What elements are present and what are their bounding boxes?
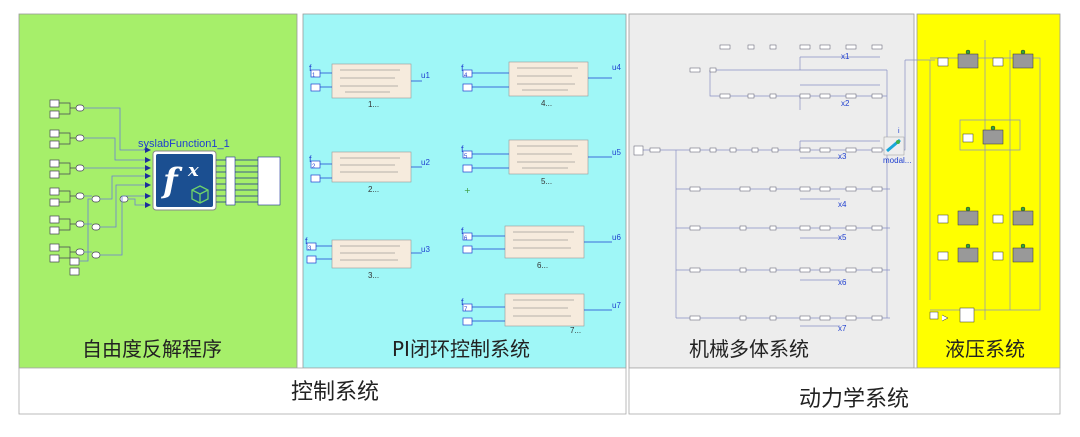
pi-caption-4: 4... bbox=[541, 99, 552, 108]
control-system-label: 控制系统 bbox=[291, 380, 379, 405]
svg-text:f: f bbox=[461, 144, 464, 154]
function-symbol: f bbox=[161, 161, 183, 201]
pi-ref-2: 2 bbox=[312, 164, 316, 170]
svg-text:f: f bbox=[461, 63, 464, 73]
pi-caption-1: 1... bbox=[368, 100, 379, 109]
hydraulic-actuators bbox=[929, 49, 1034, 323]
joint-label-2: x2 bbox=[841, 99, 850, 108]
dynamics-system-frame bbox=[628, 367, 1061, 415]
pi-block-7[interactable]: f 7 u7 7... bbox=[461, 293, 621, 335]
cube-icon bbox=[191, 185, 209, 204]
pi-ref-6: 6 bbox=[464, 236, 468, 242]
pi-out-3: u3 bbox=[421, 245, 430, 254]
hydraulic-panel bbox=[916, 13, 1061, 369]
pi-ref-7: 7 bbox=[464, 307, 468, 313]
pi-ref-3: 3 bbox=[308, 246, 312, 252]
multibody-label: 机械多体系统 bbox=[689, 337, 809, 361]
dynamics-system-label: 动力学系统 bbox=[799, 387, 909, 412]
joint-label-4: x4 bbox=[838, 200, 847, 209]
svg-text:f: f bbox=[309, 63, 312, 73]
pi-out-2: u2 bbox=[421, 158, 430, 167]
pi-block-3[interactable]: f 3 u3 3... bbox=[305, 236, 430, 280]
function-block-name: syslabFunction1_1 bbox=[138, 138, 230, 150]
pi-out-1: u1 bbox=[421, 71, 430, 80]
pi-block-6[interactable]: f 6 u6 6... bbox=[461, 225, 621, 270]
function-output-ports bbox=[216, 159, 258, 203]
pi-ref-1: 1 bbox=[312, 73, 316, 79]
pi-block-2[interactable]: f 2 u2 2... bbox=[309, 151, 430, 194]
pi-out-4: u4 bbox=[612, 63, 621, 72]
multibody-wires bbox=[640, 56, 935, 327]
pi-out-7: u7 bbox=[612, 301, 621, 310]
control-system-frame bbox=[18, 367, 627, 415]
pi-caption-7: 7... bbox=[570, 326, 581, 335]
function-input-arrows bbox=[145, 147, 151, 208]
pi-caption-5: 5... bbox=[541, 177, 552, 186]
pi-block-5[interactable]: f 5 u5 5... + bbox=[461, 139, 621, 195]
modal-i-label: i bbox=[898, 128, 900, 135]
hydraulic-wires bbox=[929, 40, 1041, 320]
modal-block[interactable]: modal... i bbox=[883, 128, 911, 165]
syslab-function-block[interactable]: syslabFunction1_1 f x bbox=[138, 138, 230, 211]
output-terminal-blocks bbox=[225, 156, 281, 206]
joint-label-1: x1 bbox=[841, 52, 850, 61]
pi-block-4[interactable]: f 4 u4 4... bbox=[461, 61, 621, 108]
pi-out-5: u5 bbox=[612, 148, 621, 157]
modal-label: modal... bbox=[883, 156, 911, 165]
pi-ref-4: 4 bbox=[464, 73, 468, 79]
joint-label-6: x6 bbox=[838, 278, 847, 287]
pi-caption-6: 6... bbox=[537, 261, 548, 270]
pi-ref-5: 5 bbox=[464, 154, 468, 160]
multibody-components bbox=[633, 44, 883, 321]
svg-text:f: f bbox=[461, 297, 464, 307]
inverse-wires bbox=[79, 107, 145, 262]
hydraulic-label: 液压系统 bbox=[945, 337, 1025, 361]
pi-caption-2: 2... bbox=[368, 185, 379, 194]
svg-text:f: f bbox=[305, 236, 308, 246]
joint-label-3: x3 bbox=[838, 152, 847, 161]
joint-label-7: x7 bbox=[838, 324, 847, 333]
svg-text:f: f bbox=[309, 154, 312, 164]
plus-marker: + bbox=[464, 186, 471, 195]
inverse-input-blocks bbox=[49, 99, 129, 276]
pi-block-1[interactable]: f 1 u1 1... bbox=[309, 63, 430, 109]
function-superscript: x bbox=[187, 160, 199, 181]
pi-out-6: u6 bbox=[612, 233, 621, 242]
svg-text:f: f bbox=[461, 226, 464, 236]
pi-control-label: PI闭环控制系统 bbox=[392, 337, 530, 361]
inverse-solution-label: 自由度反解程序 bbox=[82, 337, 222, 361]
joint-labels: x1 x2 x3 x4 x5 x6 x7 bbox=[838, 52, 850, 333]
joint-label-5: x5 bbox=[838, 233, 847, 242]
pi-caption-3: 3... bbox=[368, 271, 379, 280]
